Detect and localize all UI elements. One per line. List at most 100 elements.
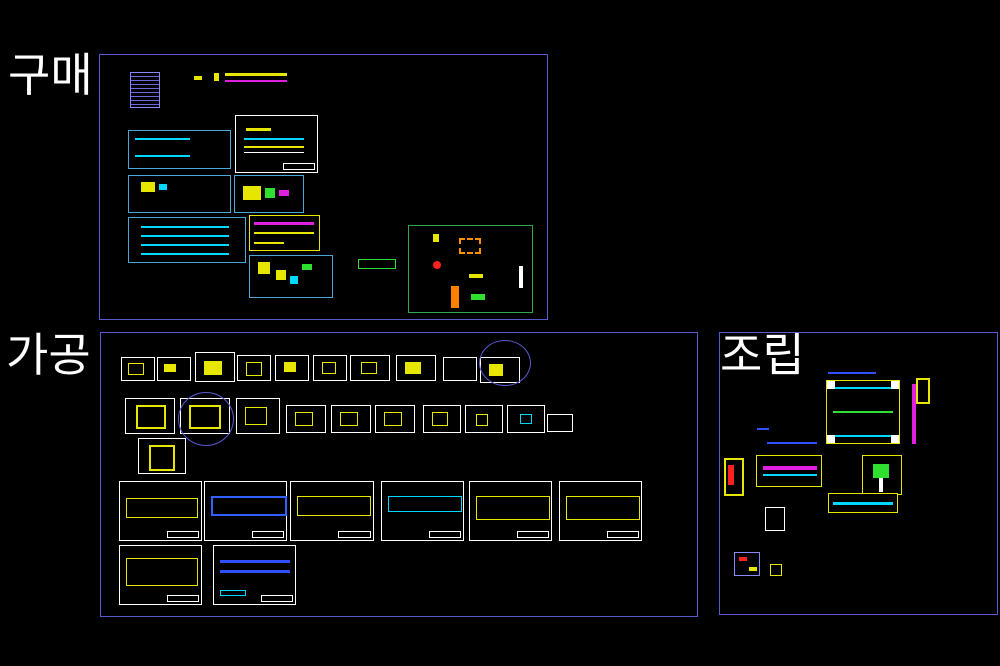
purchase-sheet-rails[interactable] <box>128 217 246 263</box>
part <box>322 362 336 374</box>
assembly-motor-view[interactable] <box>862 455 902 495</box>
part <box>405 362 421 374</box>
corner-1 <box>827 381 835 389</box>
machining-sheet-18[interactable] <box>465 405 503 433</box>
assembly-top-view[interactable] <box>826 380 900 444</box>
machining-sheet-14[interactable] <box>286 405 326 433</box>
machining-sheet-11[interactable] <box>125 398 175 434</box>
machining-sheet-21[interactable] <box>138 438 186 474</box>
purchase-sheet-clamp[interactable] <box>234 175 304 213</box>
top-rail-3 <box>833 435 893 437</box>
machining-sheet-6[interactable] <box>313 355 347 381</box>
assembly-bolt[interactable] <box>770 564 782 576</box>
purchase-sheet-detail[interactable] <box>235 115 318 173</box>
purchase-sheet-beam[interactable] <box>249 215 320 251</box>
purchase-small-part-2[interactable] <box>214 73 219 81</box>
assy-part-5 <box>519 266 523 288</box>
detail-line-2 <box>244 138 304 140</box>
assembly-bottom-view[interactable] <box>828 493 898 513</box>
body-3 <box>220 590 246 596</box>
assembly-left-red <box>728 465 734 485</box>
rails-line-4 <box>141 253 229 255</box>
revision-circle-1 <box>479 340 531 386</box>
bottom-rail <box>833 502 893 505</box>
assy-part-6 <box>451 286 459 308</box>
part <box>246 362 262 376</box>
part <box>361 362 377 374</box>
title-block <box>606 531 639 538</box>
beam-line-2 <box>254 232 314 234</box>
machining-sheet-19[interactable] <box>507 405 545 433</box>
part <box>295 412 313 426</box>
purchase-sheet-parts[interactable] <box>249 255 333 298</box>
machining-sheet-20[interactable] <box>547 414 573 432</box>
machining-frame[interactable] <box>100 332 698 617</box>
bom-red <box>739 557 747 561</box>
assembly-small-parts[interactable] <box>765 507 785 531</box>
machining-sheet-9[interactable] <box>443 357 477 381</box>
assembly-frame[interactable] <box>719 332 998 615</box>
bom-yellow <box>749 567 757 571</box>
machining-sheet-15[interactable] <box>331 405 371 433</box>
assembly-side-part[interactable] <box>916 378 930 404</box>
title-block <box>282 163 315 170</box>
title-block <box>428 531 461 538</box>
beam-line-1 <box>254 222 314 225</box>
machining-sheet-7[interactable] <box>350 355 390 381</box>
part <box>476 414 488 426</box>
purchase-sheet-bracket[interactable] <box>128 175 231 213</box>
assy-part-1 <box>433 234 439 242</box>
purchase-small-part[interactable] <box>194 76 202 80</box>
rail-line-2 <box>135 155 190 157</box>
assembly-side-magenta[interactable] <box>912 384 916 444</box>
purchase-rail-drawing[interactable] <box>225 73 287 76</box>
machining-sheet-16[interactable] <box>375 405 415 433</box>
assy-part-3 <box>469 274 483 278</box>
body <box>476 496 550 520</box>
purchase-parts-table[interactable] <box>130 72 160 108</box>
assembly-front-view[interactable] <box>756 455 822 487</box>
assy-frame-part <box>459 238 481 254</box>
beam-line-3 <box>254 242 284 244</box>
parts-c <box>290 276 298 284</box>
machining-sheet-8[interactable] <box>396 355 436 381</box>
purchase-sheet-rail[interactable] <box>128 130 231 169</box>
label-purchase: 구매 <box>8 48 93 102</box>
corner-3 <box>827 435 835 443</box>
assembly-bom-table[interactable] <box>734 552 760 576</box>
machining-sheet-3[interactable] <box>195 352 235 382</box>
machining-sheet-28[interactable] <box>119 545 202 605</box>
body <box>297 496 371 516</box>
assembly-left-part[interactable] <box>724 458 744 496</box>
machining-sheet-22[interactable] <box>119 481 202 541</box>
title-block <box>166 595 199 602</box>
machining-sheet-27[interactable] <box>559 481 642 541</box>
machining-sheet-26[interactable] <box>469 481 552 541</box>
machining-sheet-5[interactable] <box>275 355 309 381</box>
detail-line-3 <box>244 146 304 148</box>
machining-sheet-29[interactable] <box>213 545 296 605</box>
machining-sheet-2[interactable] <box>157 357 191 381</box>
detail-line-1 <box>246 128 271 131</box>
part <box>245 407 267 425</box>
top-rail-1 <box>833 387 893 389</box>
machining-sheet-1[interactable] <box>121 357 155 381</box>
purchase-green-tag[interactable] <box>358 259 396 269</box>
label-machining: 가공 <box>6 328 91 382</box>
rails-line-3 <box>141 244 229 246</box>
machining-sheet-25[interactable] <box>381 481 464 541</box>
front-line <box>763 474 817 476</box>
assembly-top-dim <box>828 372 876 374</box>
machining-sheet-23[interactable] <box>204 481 287 541</box>
purchase-rail-line <box>225 80 287 82</box>
parts-a <box>258 262 270 274</box>
clamp-part-1 <box>243 186 261 200</box>
machining-sheet-17[interactable] <box>423 405 461 433</box>
machining-sheet-4[interactable] <box>237 355 271 381</box>
purchase-frame[interactable] <box>99 54 548 320</box>
part <box>340 412 358 426</box>
machining-sheet-24[interactable] <box>290 481 374 541</box>
purchase-sheet-assembly[interactable] <box>408 225 533 313</box>
part <box>384 412 402 426</box>
machining-sheet-13[interactable] <box>236 398 280 434</box>
